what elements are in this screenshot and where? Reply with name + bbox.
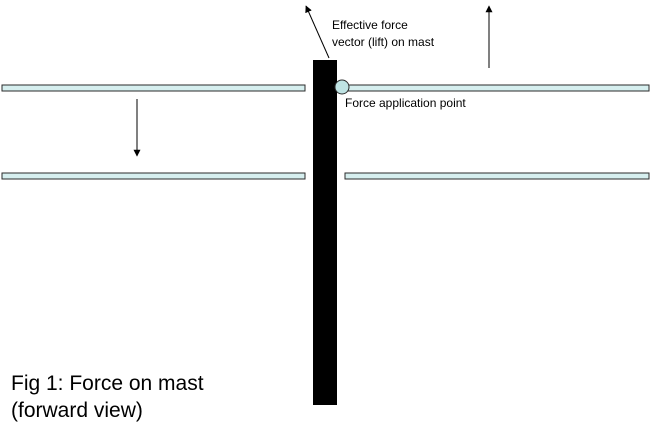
mast <box>313 60 337 405</box>
figure-caption-line2: (forward view) <box>11 399 143 422</box>
lower-right-spar <box>344 172 650 180</box>
upper-left-spar <box>1 84 306 92</box>
figure-caption: Fig 1: Force on mast (forward view) <box>11 370 204 424</box>
force-vector-label-line1: Effective force <box>332 18 408 32</box>
effective-force-arrow <box>305 5 330 59</box>
figure-caption-line1: Fig 1: Force on mast <box>11 372 204 395</box>
force-vector-label-line2: vector (lift) on mast <box>332 35 435 49</box>
force-application-point-label: Force application point <box>345 96 466 110</box>
force-application-point <box>334 79 350 95</box>
upper-right-spar <box>344 84 650 92</box>
lower-left-spar <box>1 172 306 180</box>
